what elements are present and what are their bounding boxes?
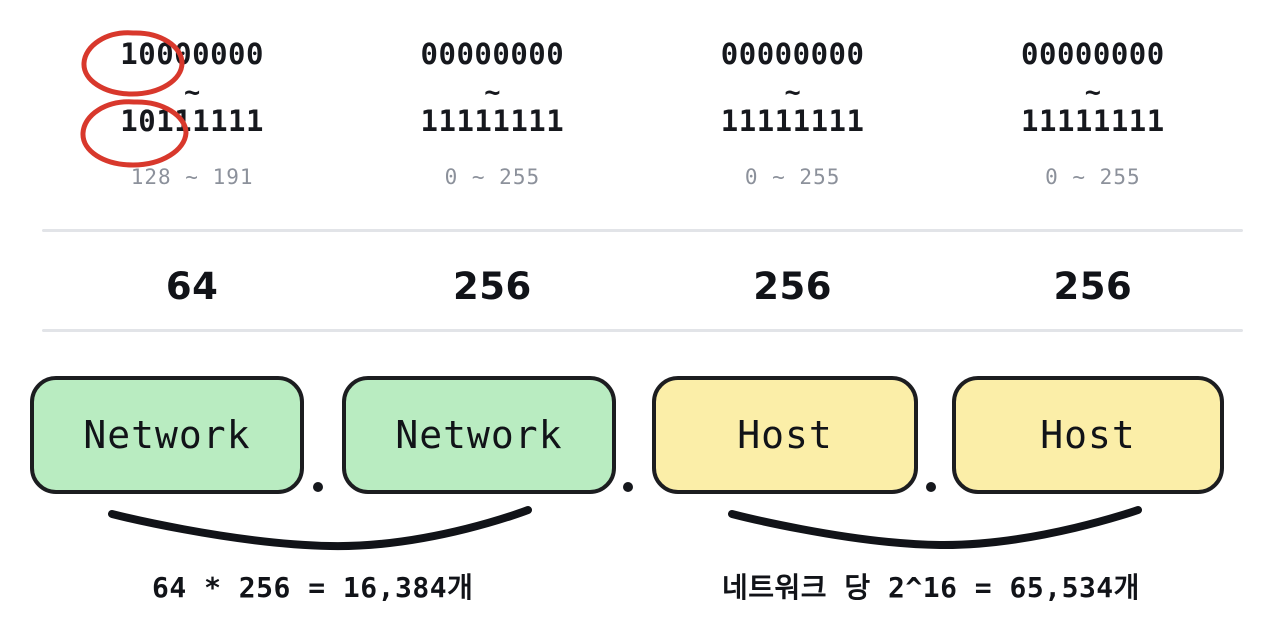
octet-column-3: 00000000 ~ 11111111 0 ~ 255 [643,22,943,218]
segment-box-host-1: Host [652,376,918,494]
octet-columns: 10000000 ~ 10111111 128 ~ 191 00000000 ~… [42,22,1243,218]
octet-binary-min: 00000000 [1021,37,1165,71]
octet-column-4: 00000000 ~ 11111111 0 ~ 255 [943,22,1243,218]
host-group-brace-icon [728,506,1142,550]
octet-decimal-range: 0 ~ 255 [444,165,541,189]
octet-count: 256 [753,264,832,308]
combination-count-row: 64 256 256 256 [42,255,1243,317]
segment-label: Host [1040,413,1136,457]
octet-dot-separator [623,482,633,492]
octet-range-tilde: ~ [1084,77,1101,108]
octet-binary-max: 11111111 [420,104,565,138]
octet-range-tilde: ~ [183,77,201,108]
octet-decimal-range: 128 ~ 191 [130,165,254,189]
octet-binary-max: 11111111 [1021,104,1165,138]
octet-count: 256 [1053,264,1133,308]
octet-decimal-range: 0 ~ 255 [744,165,841,189]
octet-binary-max: 11111111 [720,104,865,138]
divider-line-top [42,229,1243,232]
octet-binary-min: 00000000 [720,37,865,71]
segment-label: Host [737,413,833,457]
octet-count: 64 [165,264,219,308]
octet-range-tilde: ~ [784,77,801,108]
address-segment-row: Network Network Host Host [30,376,1226,498]
network-group-brace-icon [108,506,532,551]
segment-box-network-1: Network [30,376,304,494]
octet-column-1: 10000000 ~ 10111111 128 ~ 191 [42,22,342,218]
segment-box-host-2: Host [952,376,1224,494]
segment-label: Network [83,413,251,457]
host-count-caption: 네트워크 당 2^16 = 65,534개 [722,571,1140,604]
octet-decimal-range: 0 ~ 255 [1045,165,1141,189]
octet-binary-max: 10111111 [120,104,264,138]
octet-count: 256 [453,264,532,308]
grouping-braces [108,506,1142,551]
segment-label: Network [395,413,563,457]
octet-binary-min: 10000000 [120,37,264,71]
octet-dot-separator [926,482,936,492]
divider-line-bottom [42,329,1243,332]
octet-dot-separator [313,482,323,492]
segment-box-network-2: Network [342,376,616,494]
octet-column-2: 00000000 ~ 11111111 0 ~ 255 [342,22,642,218]
network-count-caption: 64 * 256 = 16,384개 [152,571,474,604]
octet-range-tilde: ~ [484,77,501,108]
caption-row: 64 * 256 = 16,384개 네트워크 당 2^16 = 65,534개 [0,566,1280,624]
octet-binary-min: 00000000 [420,37,565,71]
